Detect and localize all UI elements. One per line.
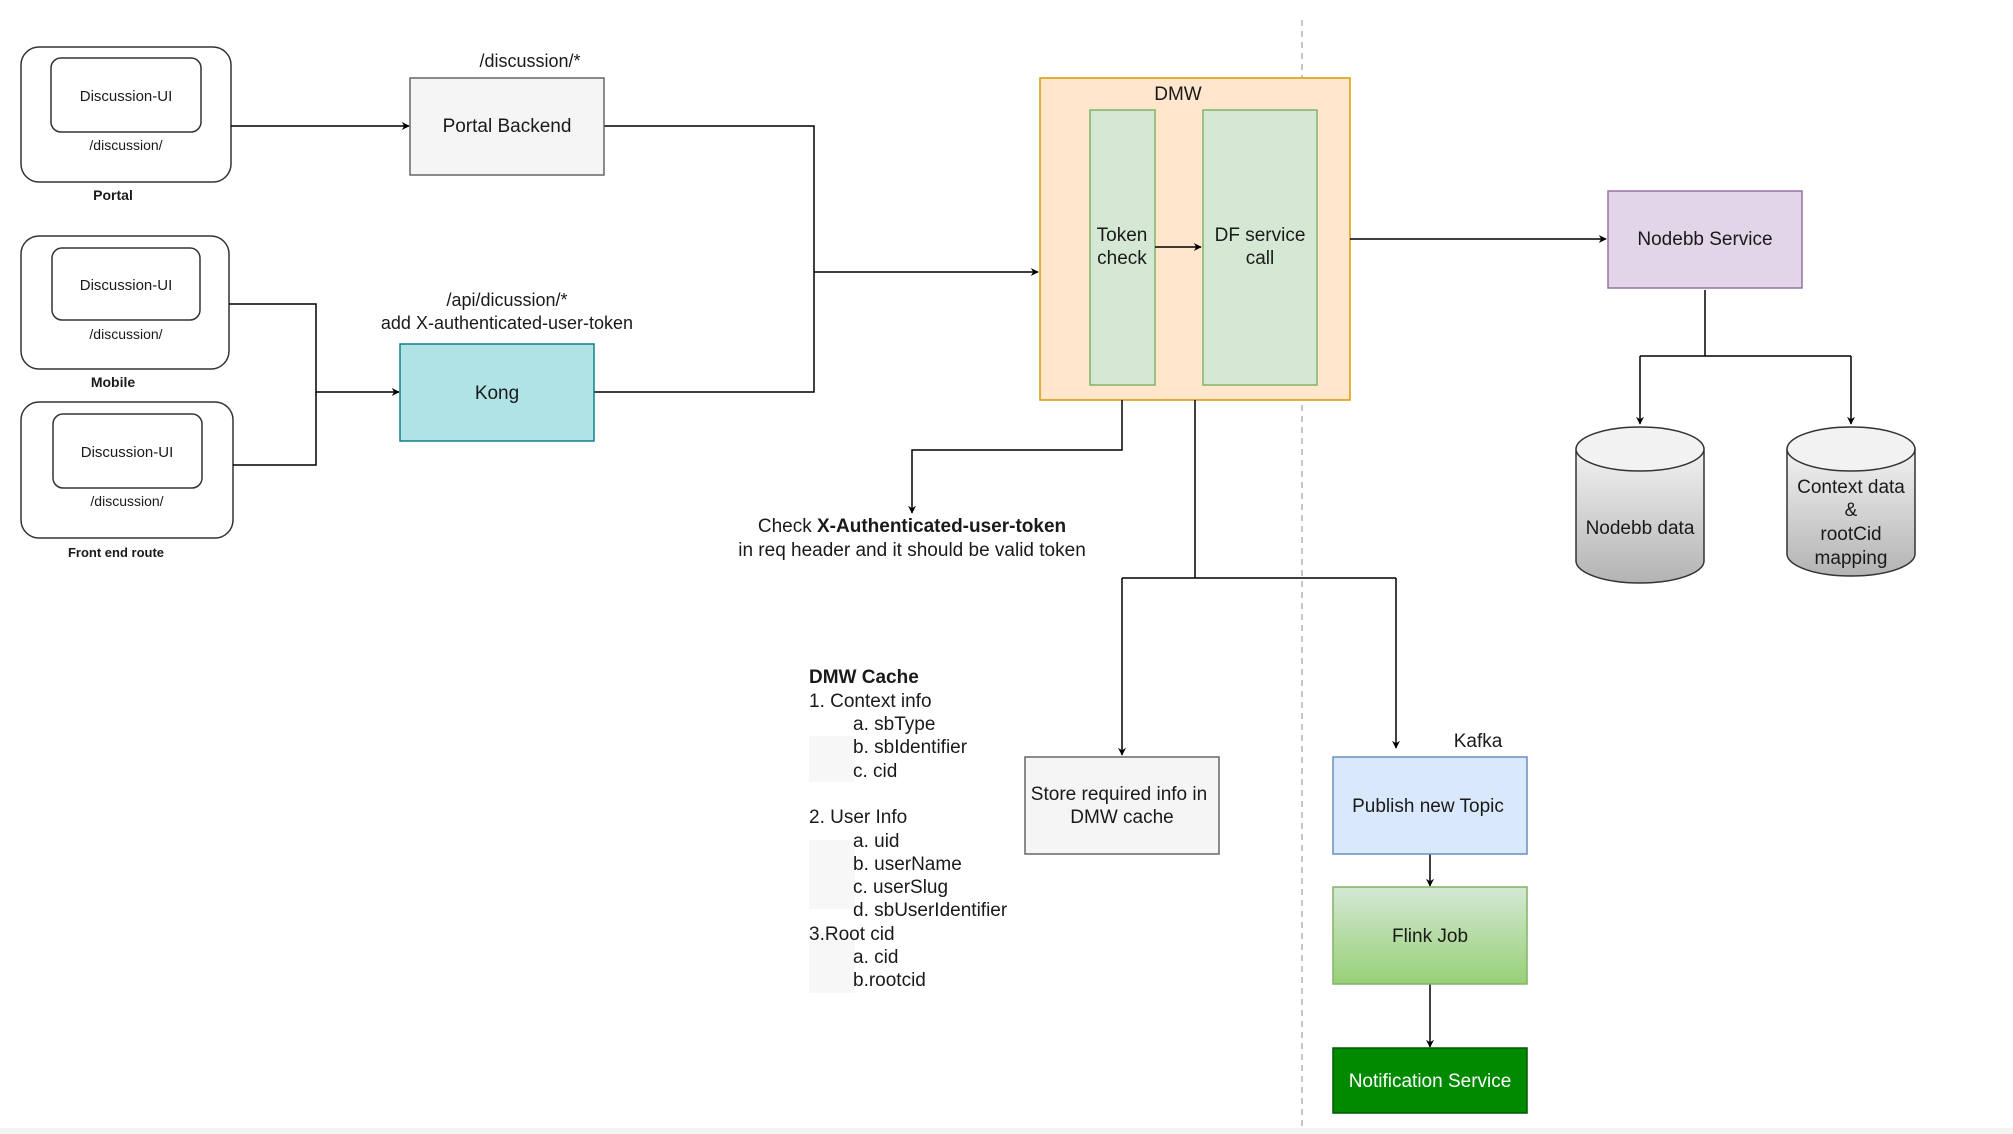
client-frontend-inner-label: Discussion-UI	[81, 444, 174, 461]
dmw-box: DMW Token check DF service call	[1039, 77, 1351, 401]
flink-job-box: Flink Job	[1332, 886, 1528, 985]
kafka-label: Kafka	[1454, 731, 1503, 752]
context-data-label-line2: &	[1845, 500, 1858, 521]
token-note-bold: X-Authenticated-user-token	[817, 516, 1066, 537]
cache-item: a. sbType	[853, 714, 935, 735]
dmw-connectors	[908, 235, 1855, 1048]
kong-route-label-line2: add X-authenticated-user-token	[381, 313, 633, 333]
client-frontend-caption: Front end route	[68, 545, 164, 560]
df-service-label-line1: DF service	[1215, 225, 1306, 246]
flink-job-label: Flink Job	[1392, 926, 1468, 947]
context-data-label-line1: Context data	[1797, 477, 1905, 498]
client-portal-route: /discussion/	[89, 137, 162, 153]
connector-backend-to-dmw	[604, 125, 815, 272]
publish-topic-box: Publish new Topic	[1332, 756, 1528, 855]
client-portal-inner-label: Discussion-UI	[80, 88, 173, 105]
cache-item: 1. Context info	[809, 691, 932, 712]
nodebb-service-label: Nodebb Service	[1637, 229, 1772, 250]
store-cache-label-line2: DMW cache	[1070, 807, 1173, 828]
portal-route-label: /discussion/*	[479, 51, 580, 71]
portal-backend-label: Portal Backend	[443, 116, 572, 137]
client-mobile-route: /discussion/	[89, 326, 162, 342]
store-cache-box: Store required info in DMW cache	[1024, 756, 1220, 855]
dmw-cache-list: DMW Cache 1. Context info a. sbType b. s…	[809, 667, 1008, 993]
cache-item: b.rootcid	[853, 970, 926, 991]
client-mobile-caption: Mobile	[91, 374, 136, 390]
client-portal-caption: Portal	[93, 187, 133, 203]
token-note-line2: in req header and it should be valid tok…	[738, 540, 1086, 561]
store-cache-label-line1: Store required info in	[1031, 784, 1207, 805]
nodebb-data-cylinder: Nodebb data	[1575, 426, 1705, 584]
token-check-label-line2: check	[1097, 248, 1147, 269]
kong-label: Kong	[475, 383, 519, 404]
cache-item: c. userSlug	[853, 877, 948, 898]
context-data-label-line3: rootCid	[1820, 524, 1881, 545]
cache-item: c. cid	[853, 761, 897, 782]
token-check-label-line1: Token	[1097, 225, 1148, 246]
connector-kong-to-dmw	[594, 268, 1039, 393]
dmw-title: DMW	[1154, 84, 1202, 105]
nodebb-data-label: Nodebb data	[1586, 518, 1695, 539]
kong-route-label-line1: /api/dicussion/*	[446, 290, 567, 310]
bottom-strip	[0, 1128, 2013, 1134]
portal-backend-box: Portal Backend	[409, 77, 605, 176]
df-service-box	[1202, 109, 1318, 386]
client-mobile-inner-label: Discussion-UI	[80, 277, 173, 294]
token-note-prefix: Check	[758, 516, 817, 537]
context-data-label-line4: mapping	[1815, 548, 1888, 569]
cache-item: 3.Root cid	[809, 924, 895, 945]
kong-box: Kong	[399, 343, 595, 442]
connector-mobile-to-kong	[229, 303, 400, 396]
connector-frontend-to-kong	[233, 392, 317, 466]
cache-item: a. cid	[853, 947, 898, 968]
context-data-cylinder: Context data & rootCid mapping	[1786, 426, 1916, 577]
cache-item: b. userName	[853, 854, 962, 875]
notification-service-box: Notification Service	[1332, 1047, 1528, 1114]
cache-item: a. uid	[853, 831, 899, 852]
dmw-cache-title: DMW Cache	[809, 667, 919, 688]
cache-item: b. sbIdentifier	[853, 737, 968, 758]
notification-service-label: Notification Service	[1349, 1071, 1512, 1092]
left-connectors	[229, 122, 1039, 466]
client-mobile: Discussion-UI /discussion/ Mobile	[20, 235, 230, 390]
client-frontend-route: /discussion/	[90, 493, 163, 509]
publish-topic-label: Publish new Topic	[1352, 796, 1504, 817]
cache-item: d. sbUserIdentifier	[853, 900, 1008, 921]
connector-token-to-note	[908, 400, 1123, 514]
df-service-label-line2: call	[1246, 248, 1275, 269]
token-check-box	[1089, 109, 1156, 386]
cache-item: 2. User Info	[809, 807, 907, 828]
nodebb-service-box: Nodebb Service	[1607, 190, 1803, 289]
token-note-line1: Check X-Authenticated-user-token	[758, 516, 1066, 537]
client-portal: Discussion-UI /discussion/ Portal	[20, 46, 232, 203]
client-front-end-route: Discussion-UI /discussion/ Front end rou…	[20, 401, 234, 560]
